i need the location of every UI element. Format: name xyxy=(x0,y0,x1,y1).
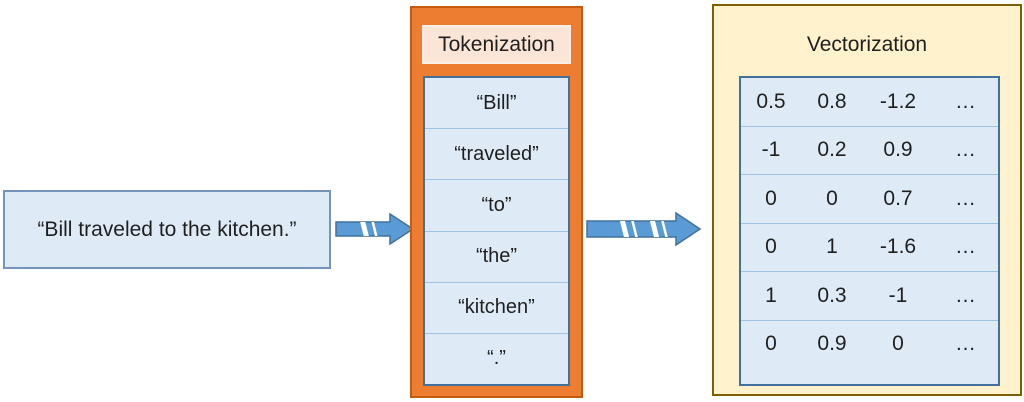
token-cell: “to” xyxy=(425,179,568,230)
striped-right-arrow-icon xyxy=(335,212,415,246)
ellipsis: … xyxy=(955,332,976,356)
input-sentence-text: “Bill traveled to the kitchen.” xyxy=(37,217,297,241)
ellipsis: … xyxy=(955,235,976,259)
ellipsis: … xyxy=(955,283,976,307)
tokenization-title: Tokenization xyxy=(438,32,555,56)
token-cell: “the” xyxy=(425,230,568,282)
token-cell: “traveled” xyxy=(425,128,568,179)
tokenization-panel: Tokenization “Bill” “traveled” “to” “the… xyxy=(410,6,583,398)
ellipsis: … xyxy=(955,138,976,162)
token-cell: “kitchen” xyxy=(425,281,568,333)
token-cell: “.” xyxy=(425,332,568,384)
striped-right-arrow-icon xyxy=(586,211,702,247)
ellipsis: … xyxy=(955,89,976,113)
ellipsis: … xyxy=(955,186,976,210)
tokenization-header: Tokenization xyxy=(422,25,571,64)
token-list: “Bill” “traveled” “to” “the” “kitchen” “… xyxy=(423,76,570,386)
input-sentence-box: “Bill traveled to the kitchen.” xyxy=(3,190,331,269)
vectorization-title: Vectorization xyxy=(806,33,928,56)
token-cell: “Bill” xyxy=(476,91,517,114)
